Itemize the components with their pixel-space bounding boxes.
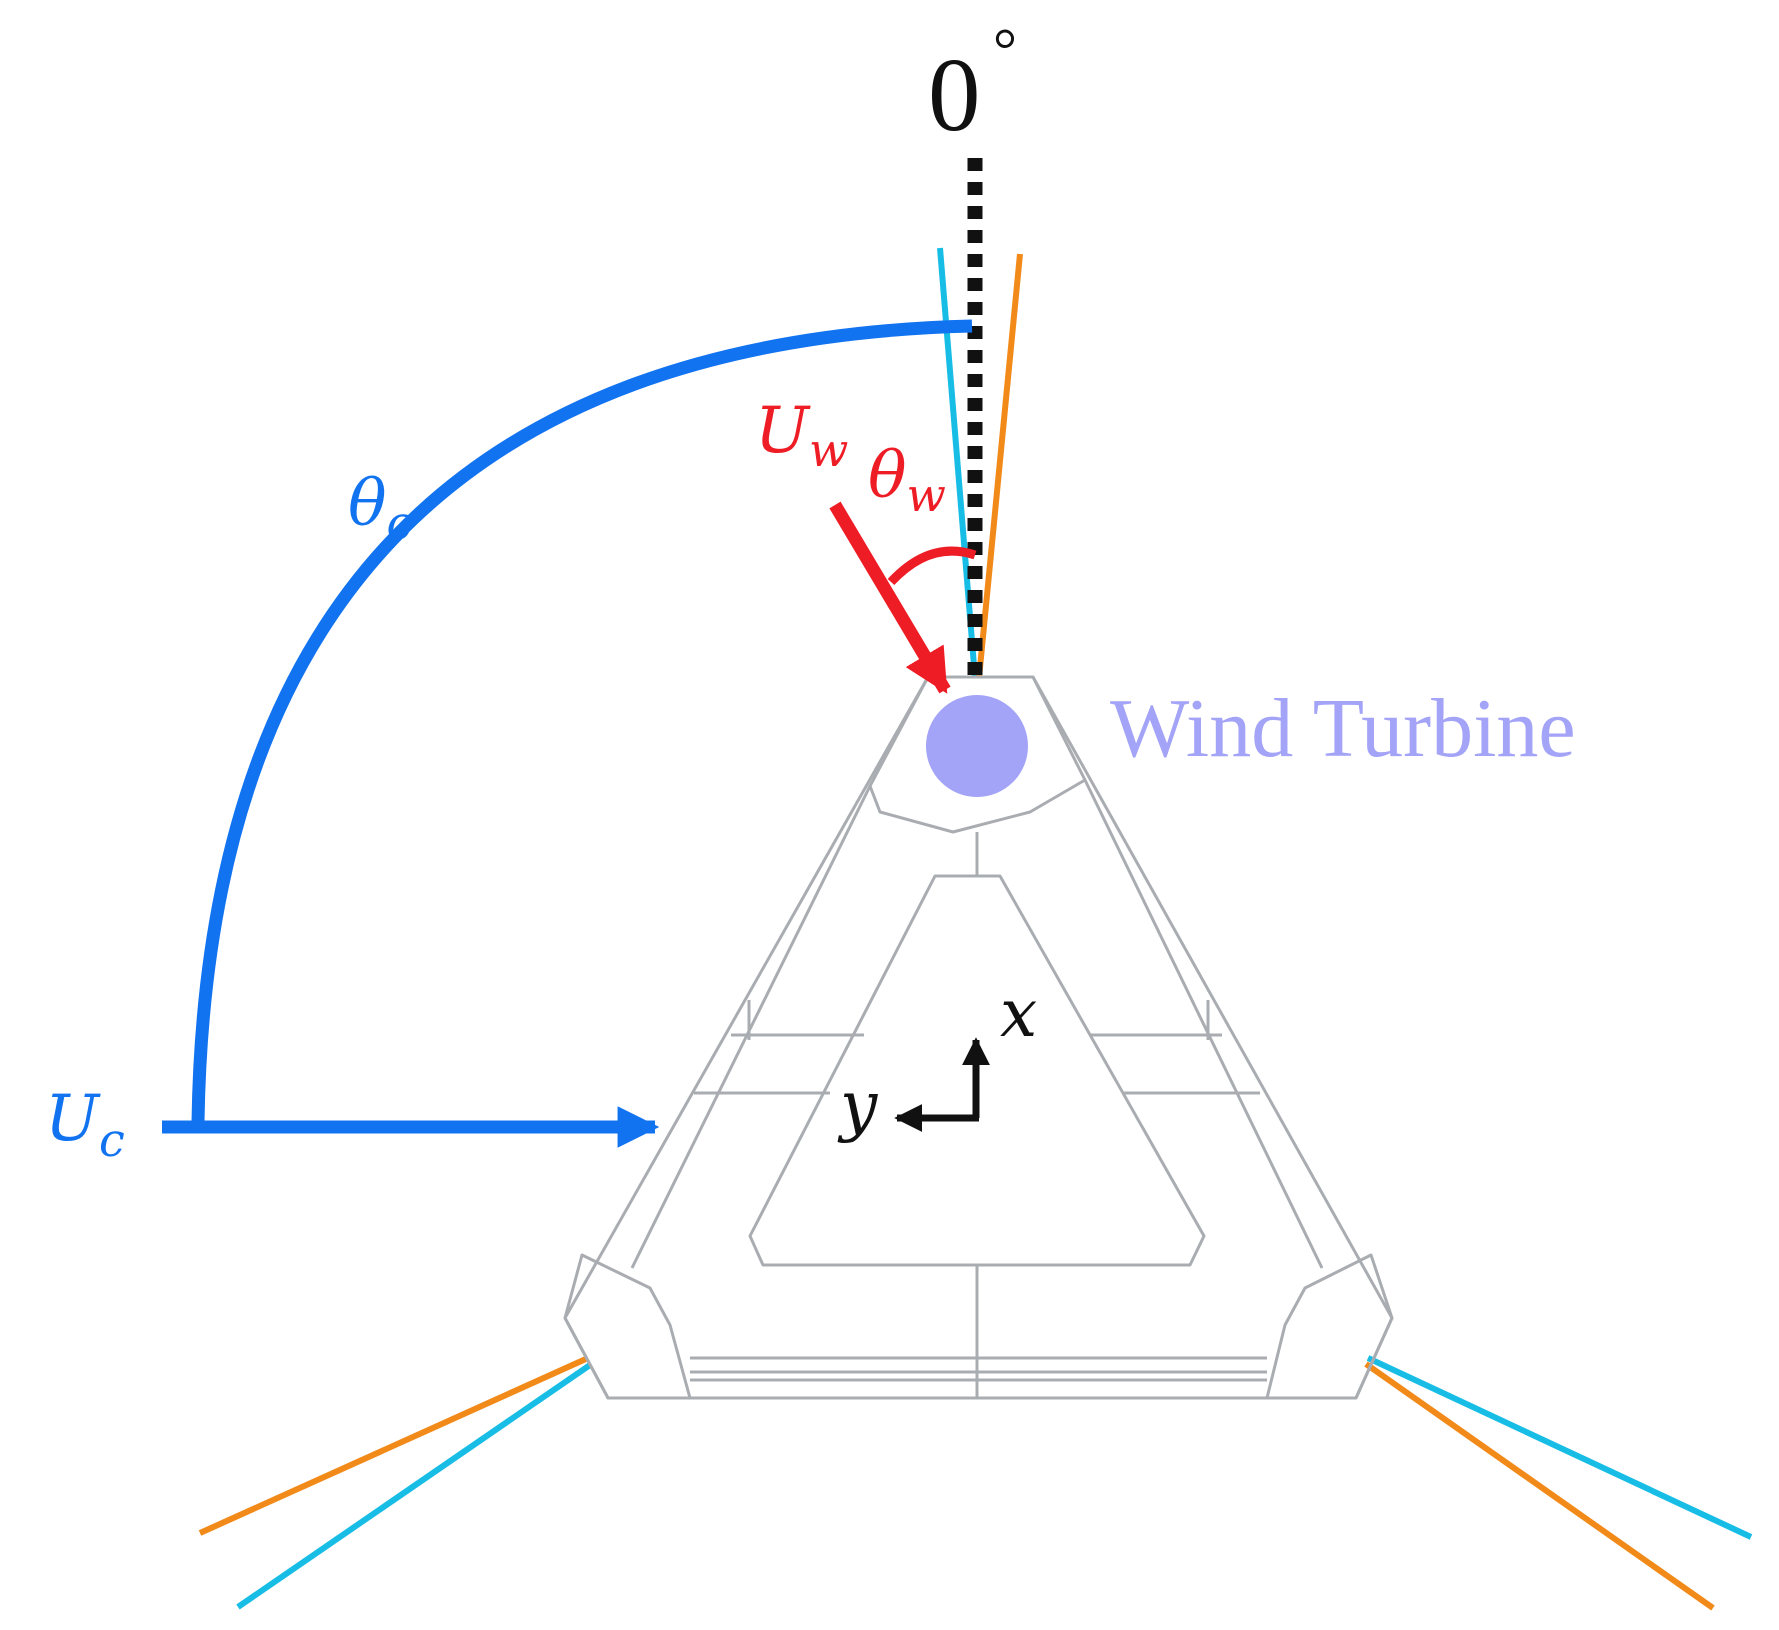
wind-velocity-arrow [829,501,951,694]
right-pontoon-inner-edge [1083,779,1324,1269]
platform-structure [563,675,1394,1400]
wind-velocity-label: Uw [755,394,848,477]
mooring-line-left-cyan [236,1362,592,1610]
wind-turbine-label: Wind Turbine [1110,682,1576,775]
coordinate-axes: x y [837,975,1037,1144]
current-angle-arc [191,319,973,1123]
wind-angle-arc [887,546,977,586]
mooring-line-right-cyan [1366,1355,1753,1540]
mooring-line-top-orange [976,253,1023,679]
mooring-lines [198,247,1753,1611]
mooring-line-left-orange [198,1355,590,1536]
left-column-node [563,1253,692,1400]
wind-angle-label: θw [868,439,946,522]
current-velocity-label: Uc [45,1082,125,1167]
right-column-node [1265,1253,1394,1400]
degree-symbol: ° [993,17,1017,83]
mooring-line-right-orange [1364,1361,1715,1611]
platform-outer-hull [563,675,1394,1400]
x-axis-label: x [1000,975,1037,1052]
y-axis-label: y [837,1067,878,1144]
top-column-node [868,675,1087,834]
mooring-line-top-cyan [937,247,978,679]
wind-turbine-circle [926,695,1028,797]
current-angle-label: θc [348,467,412,550]
zero-degree-label: 0 [928,36,981,153]
left-pontoon-inner-edge [630,785,872,1269]
